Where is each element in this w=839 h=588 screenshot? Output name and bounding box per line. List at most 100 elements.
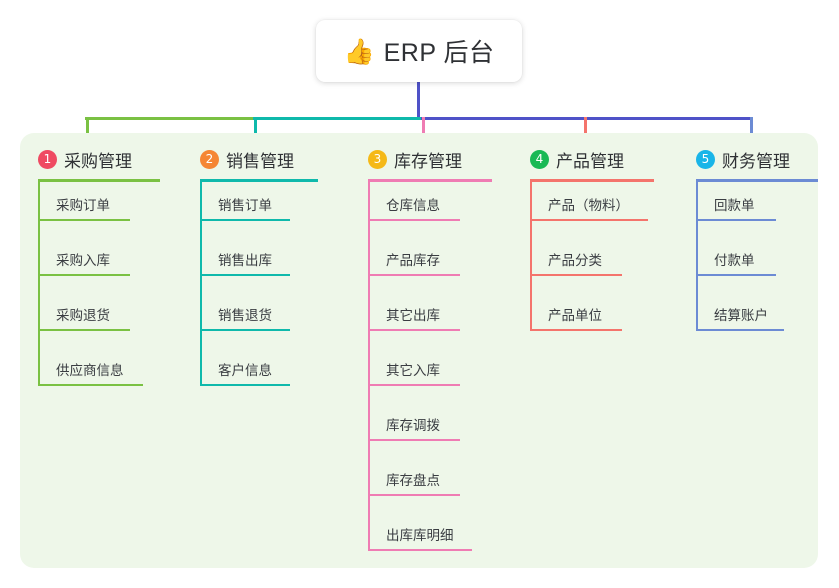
branch-spine (38, 182, 40, 386)
branch-header-2[interactable]: 2 销售管理 (182, 146, 318, 172)
branches-panel: 1 采购管理采购订单采购入库采购退货供应商信息 2 销售管理销售订单销售出库销售退货客… (20, 133, 818, 568)
branch-title-label: 财务管理 (722, 151, 790, 171)
branch-item-label: 出库库明细 (386, 528, 454, 543)
branch-items-2: 销售订单销售出库销售退货客户信息 (182, 182, 318, 402)
branch-item-label: 其它出库 (386, 308, 440, 323)
branch-item-underline (368, 494, 460, 496)
branch-underline (530, 179, 654, 182)
branch-item[interactable]: 供应商信息 (20, 347, 160, 402)
connector-segment-2 (253, 117, 421, 120)
branch-item[interactable]: 销售出库 (182, 237, 318, 292)
root-node-label: ERP 后台 (383, 39, 495, 67)
branch-items-4: 产品（物料） 产品分类产品单位 (512, 182, 654, 347)
branch-underline (38, 179, 160, 182)
branch-item[interactable]: 回款单 (678, 182, 818, 237)
branch-item-label: 采购退货 (56, 308, 110, 323)
connector-segment-1 (85, 117, 253, 120)
branch-item[interactable]: 出库库明细 (350, 512, 492, 567)
branch-title-label: 产品管理 (556, 151, 624, 171)
branch-column-4: 4 产品管理产品（物料） 产品分类产品单位 (512, 146, 654, 347)
branch-item-label: 其它入库 (386, 363, 440, 378)
root-node[interactable]: 👍 ERP 后台 (316, 20, 522, 82)
branch-item-underline (200, 274, 290, 276)
branch-item-underline (530, 274, 622, 276)
branch-item-label: 库存调拨 (386, 418, 440, 433)
branch-title-label: 采购管理 (64, 151, 132, 171)
branch-item-underline (38, 274, 130, 276)
branch-header-3[interactable]: 3 库存管理 (350, 146, 492, 172)
branch-title-label: 销售管理 (226, 151, 294, 171)
branch-item[interactable]: 产品分类 (512, 237, 654, 292)
branch-column-5: 5 财务管理回款单付款单结算账户 (678, 146, 818, 347)
branch-number-badge: 2 (200, 149, 219, 169)
branch-item[interactable]: 其它入库 (350, 347, 492, 402)
branch-item[interactable]: 库存盘点 (350, 457, 492, 512)
branch-item-underline (38, 384, 143, 386)
branch-column-1: 1 采购管理采购订单采购入库采购退货供应商信息 (20, 146, 160, 402)
branch-item[interactable]: 销售订单 (182, 182, 318, 237)
branch-number-badge: 3 (368, 149, 387, 169)
branch-spine (200, 182, 202, 386)
branch-item[interactable]: 产品单位 (512, 292, 654, 347)
branch-item-label: 仓库信息 (386, 198, 440, 213)
branch-item[interactable]: 产品（物料） (512, 182, 654, 237)
branch-number-badge: 5 (696, 149, 715, 169)
branch-underline (200, 179, 318, 182)
branch-item-underline (696, 219, 776, 221)
branch-items-3: 仓库信息产品库存其它出库其它入库库存调拨库存盘点出库库明细 (350, 182, 492, 567)
branch-item[interactable]: 客户信息 (182, 347, 318, 402)
branch-item-label: 付款单 (714, 253, 755, 268)
branch-item-label: 结算账户 (714, 308, 768, 323)
branch-item-underline (200, 384, 290, 386)
branch-header-1[interactable]: 1 采购管理 (20, 146, 160, 172)
branch-spine (696, 182, 698, 331)
branch-item[interactable]: 结算账户 (678, 292, 818, 347)
branch-item-underline (368, 219, 460, 221)
branch-header-5[interactable]: 5 财务管理 (678, 146, 818, 172)
branch-item[interactable]: 销售退货 (182, 292, 318, 347)
branch-item[interactable]: 采购退货 (20, 292, 160, 347)
branch-item-underline (530, 219, 648, 221)
branch-title-label: 库存管理 (394, 151, 462, 171)
branch-item-label: 回款单 (714, 198, 755, 213)
branch-item-underline (368, 384, 460, 386)
branch-item-label: 供应商信息 (56, 363, 124, 378)
branch-item-underline (368, 329, 460, 331)
branch-item-underline (368, 439, 460, 441)
branch-number-badge: 1 (38, 149, 57, 169)
branch-item[interactable]: 产品库存 (350, 237, 492, 292)
branch-item-label: 产品单位 (548, 308, 602, 323)
branch-item-underline (38, 329, 130, 331)
branch-item-label: 采购入库 (56, 253, 110, 268)
branch-item-label: 产品分类 (548, 253, 602, 268)
branch-underline (696, 179, 818, 182)
branch-item-underline (696, 329, 784, 331)
branch-column-2: 2 销售管理销售订单销售出库销售退货客户信息 (182, 146, 318, 402)
branch-item-underline (200, 329, 290, 331)
branch-item-underline (38, 219, 130, 221)
branch-item[interactable]: 仓库信息 (350, 182, 492, 237)
branch-item-underline (696, 274, 776, 276)
branch-spine (368, 182, 370, 551)
branch-item-underline (368, 549, 472, 551)
branch-item-label: 库存盘点 (386, 473, 440, 488)
branch-item[interactable]: 采购订单 (20, 182, 160, 237)
branch-item-underline (200, 219, 290, 221)
branch-item-label: 销售订单 (218, 198, 272, 213)
branch-item[interactable]: 库存调拨 (350, 402, 492, 457)
branch-item-underline (368, 274, 460, 276)
branch-header-4[interactable]: 4 产品管理 (512, 146, 654, 172)
branch-item-label: 采购订单 (56, 198, 110, 213)
branch-item[interactable]: 付款单 (678, 237, 818, 292)
branch-item-label: 产品（物料） (548, 198, 629, 213)
branch-item-underline (530, 329, 622, 331)
branch-item-label: 销售退货 (218, 308, 272, 323)
branch-item-label: 客户信息 (218, 363, 272, 378)
branch-underline (368, 179, 492, 182)
branch-item[interactable]: 其它出库 (350, 292, 492, 347)
branch-item[interactable]: 采购入库 (20, 237, 160, 292)
connector-root-stem (417, 82, 420, 119)
branch-item-label: 销售出库 (218, 253, 272, 268)
branch-item-label: 产品库存 (386, 253, 440, 268)
branch-number-badge: 4 (530, 149, 549, 169)
